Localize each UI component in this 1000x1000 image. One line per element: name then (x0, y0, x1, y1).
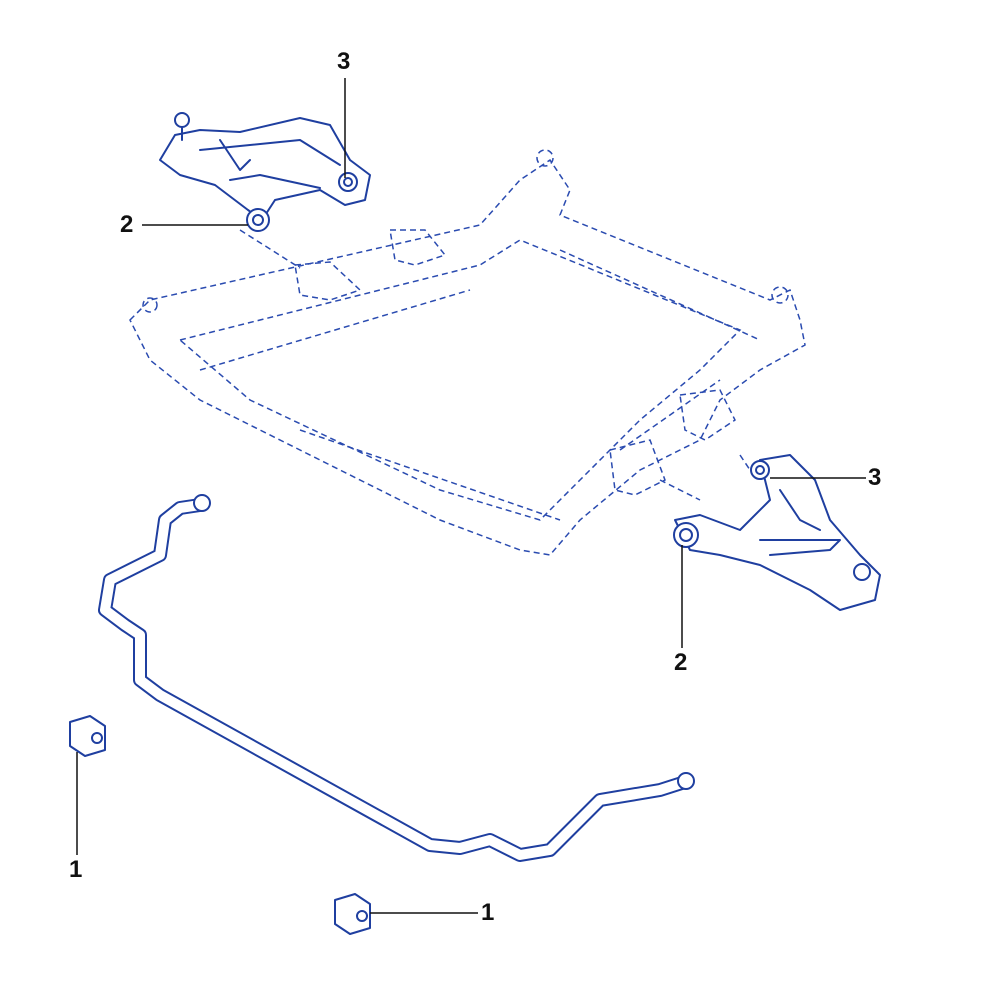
callout-1-stabilizer-bushing-left: 1 (69, 856, 83, 883)
control-arm-right (673, 454, 881, 611)
stabilizer-bar (98, 494, 695, 862)
callout-3-right-arm-rear-bushing: 3 (868, 464, 882, 491)
stabilizer-bushing-left (69, 715, 106, 757)
callout-2-left-arm-front-bushing: 2 (120, 211, 134, 238)
control-arm-left (159, 112, 371, 232)
subframe (129, 149, 806, 556)
callout-1-stabilizer-bushing-right: 1 (481, 899, 495, 926)
leader-lines (76, 78, 866, 914)
callout-2-right-arm-front-bushing: 2 (674, 649, 688, 676)
callout-3-left-arm-rear-bushing: 3 (337, 48, 351, 75)
stabilizer-bushing-right (334, 893, 371, 935)
